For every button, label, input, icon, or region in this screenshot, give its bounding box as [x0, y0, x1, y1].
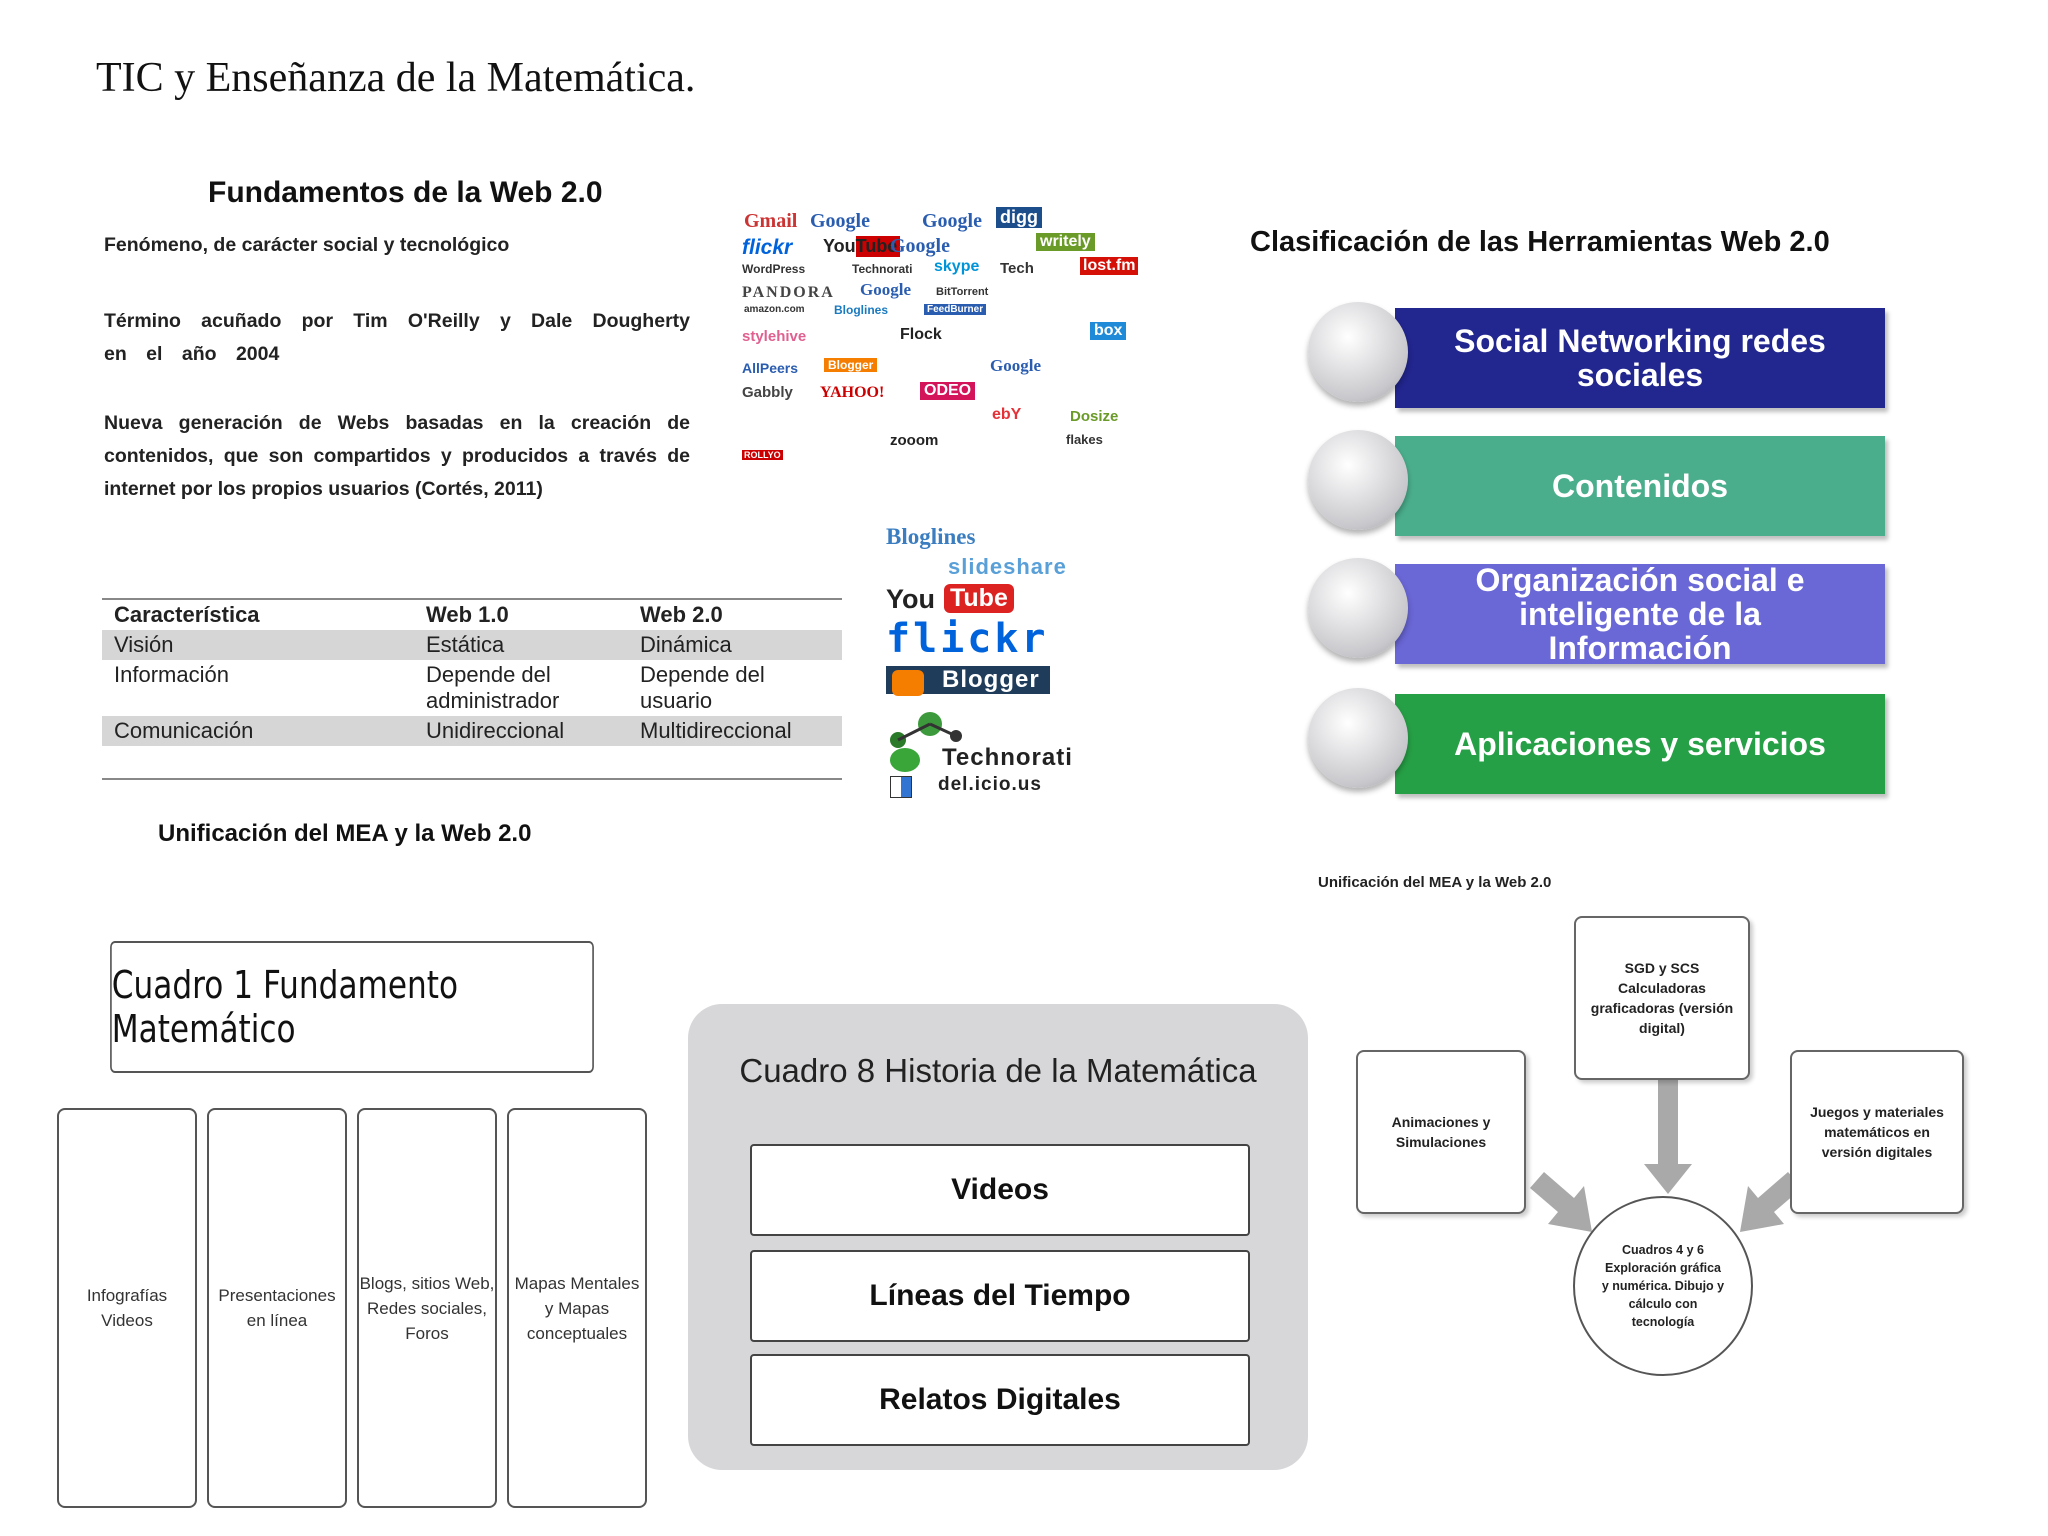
clasificacion-item: Aplicaciones y servicios: [1300, 688, 1890, 796]
technorati-icon: [890, 748, 920, 772]
clasificacion-bar: Contenidos: [1395, 436, 1885, 536]
cuadro8-title: Cuadro 8 Historia de la Matemática: [739, 1052, 1257, 1089]
logo-text: YAHOO!: [820, 384, 885, 401]
logo-text: flakes: [1066, 432, 1103, 447]
circle-icon: [1308, 558, 1408, 658]
logo-text: PANDORA: [742, 284, 835, 301]
table-cell: Depende del administrador: [426, 662, 560, 713]
mea-arrows: [1530, 1070, 1802, 1232]
logo-text: slideshare: [948, 554, 1067, 579]
logo-text: lost.fm: [1080, 257, 1139, 275]
logo-text: Google: [922, 210, 982, 232]
logo-text: zooom: [890, 432, 939, 449]
cuadro1-column: Mapas Mentales y Mapas conceptuales: [507, 1108, 647, 1508]
logo-text: Bloglines: [834, 303, 889, 317]
clasificacion-bar: Aplicaciones y servicios: [1395, 694, 1885, 794]
logo-text: YouTube: [820, 236, 901, 257]
fundamentos-paragraph-3: Nueva generación de Webs basadas en la c…: [104, 412, 690, 500]
cuadro1-column: Infografías Videos: [57, 1108, 197, 1508]
fundamentos-paragraph-2: Término acuñado por Tim O'Reilly y Dale …: [104, 310, 690, 365]
logo-text: skype: [934, 258, 980, 275]
logo-text: Google: [810, 210, 870, 232]
fundamentos-caption: Unificación del MEA y la Web 2.0: [158, 820, 532, 847]
logo-text: Gmail: [744, 210, 798, 232]
logo-text: Bloglines: [886, 524, 976, 549]
logo-text: Technorati: [942, 744, 1073, 771]
logo-text: Google: [890, 235, 950, 257]
logo-text: del.icio.us: [938, 774, 1042, 795]
logo-text: Dosize: [1070, 408, 1119, 425]
logo-text: stylehive: [742, 328, 807, 345]
table-row: Comunicación Unidireccional Multidirecci…: [102, 716, 842, 780]
logo-text: Technorati: [852, 262, 913, 276]
blogger-icon: [892, 670, 924, 696]
mea-caption: Unificación del MEA y la Web 2.0: [1318, 874, 1552, 891]
clasificacion-bar: Social Networking redes sociales: [1395, 308, 1885, 408]
logo-text: flickr: [742, 236, 793, 259]
logo-text: Tube: [944, 584, 1014, 613]
clasificacion-title: Clasificación de las Herramientas Web 2.…: [1250, 226, 1830, 258]
logo-text: ODEO: [920, 382, 976, 400]
cuadro1-column: Presentaciones en línea: [207, 1108, 347, 1508]
clasificacion-item: Social Networking redes sociales: [1300, 302, 1890, 410]
table-cell: Estática: [414, 630, 628, 660]
logo-text: amazon.com: [744, 304, 805, 315]
table-header: Web 1.0: [414, 598, 628, 630]
mea-right-box: Juegos y materiales matemáticos en versi…: [1790, 1050, 1964, 1214]
fundamentos-paragraph-1: Fenómeno, de carácter social y tecnológi…: [104, 234, 510, 256]
clasificacion-bar: Organización social e inteligente de la …: [1395, 563, 1885, 665]
network-icon: [886, 710, 966, 750]
logo-text: ROLLYO: [742, 450, 783, 460]
circle-icon: [1308, 302, 1408, 402]
cuadro8-item: Relatos Digitales: [750, 1354, 1250, 1446]
fundamentos-title: Fundamentos de la Web 2.0: [208, 176, 603, 209]
table-row: Visión Estática Dinámica: [102, 630, 842, 660]
logo-text: WordPress: [742, 262, 806, 276]
table-cell: Multidireccional: [628, 716, 842, 780]
table-cell: Comunicación: [102, 716, 414, 780]
arrow-down-right-icon: [1530, 1172, 1592, 1232]
mea-top-box: SGD y SCS Calculadoras graficadoras (ver…: [1574, 916, 1750, 1080]
arrow-down-left-icon: [1740, 1172, 1802, 1232]
logo-text: BitTorrent: [936, 286, 989, 298]
logo-text: flickr: [886, 616, 1049, 662]
logo-text: Blogger: [824, 358, 878, 372]
cuadro8-item: Videos: [750, 1144, 1250, 1236]
circle-icon: [1308, 430, 1408, 530]
table-cell: Unidireccional: [414, 716, 628, 780]
table-cell: Visión: [102, 630, 414, 660]
logo-text: Google: [990, 356, 1041, 375]
web2-logo-list: Bloglines slideshare You Tube flickr Blo…: [886, 520, 1166, 798]
logo-text: ebY: [992, 406, 1022, 423]
logo-text: Gabbly: [742, 384, 793, 401]
logo-text: FeedBurner: [924, 304, 987, 315]
table-cell: Información: [114, 662, 229, 687]
circle-icon: [1308, 688, 1408, 788]
logo-text: You: [886, 584, 935, 614]
table-header: Web 2.0: [628, 598, 842, 630]
logo-text: box: [1090, 322, 1127, 340]
table-cell: Dinámica: [628, 630, 842, 660]
logo-text: writely: [1036, 233, 1095, 251]
web2-logo-collage: Gmail Google Google digg flickr YouTube …: [740, 200, 1160, 480]
table-row: Información Depende del administrador De…: [102, 660, 842, 716]
clasificacion-item: Organización social e inteligente de la …: [1300, 558, 1890, 666]
arrow-down-icon: [1644, 1070, 1692, 1194]
table-header: Característica: [102, 598, 414, 630]
web-comparison-table: Característica Web 1.0 Web 2.0 Visión Es…: [102, 598, 842, 780]
logo-text: Google: [860, 280, 911, 299]
clasificacion-item: Contenidos: [1300, 430, 1890, 538]
logo-text: Tech: [1000, 260, 1034, 277]
logo-text: AllPeers: [742, 360, 799, 376]
mea-center-circle: Cuadros 4 y 6 Exploración gráfica y numé…: [1573, 1196, 1753, 1376]
cuadro1-title-box: Cuadro 1 Fundamento Matemático: [110, 941, 594, 1073]
page-title: TIC y Enseñanza de la Matemática.: [96, 55, 696, 101]
logo-text: Flock: [900, 326, 942, 343]
logo-text: digg: [996, 207, 1042, 228]
mea-left-box: Animaciones y Simulaciones: [1356, 1050, 1526, 1214]
cuadro8-item: Líneas del Tiempo: [750, 1250, 1250, 1342]
table-cell: Depende del usuario: [640, 662, 765, 713]
cuadro1-column: Blogs, sitios Web, Redes sociales, Foros: [357, 1108, 497, 1508]
delicious-icon: [890, 776, 912, 798]
